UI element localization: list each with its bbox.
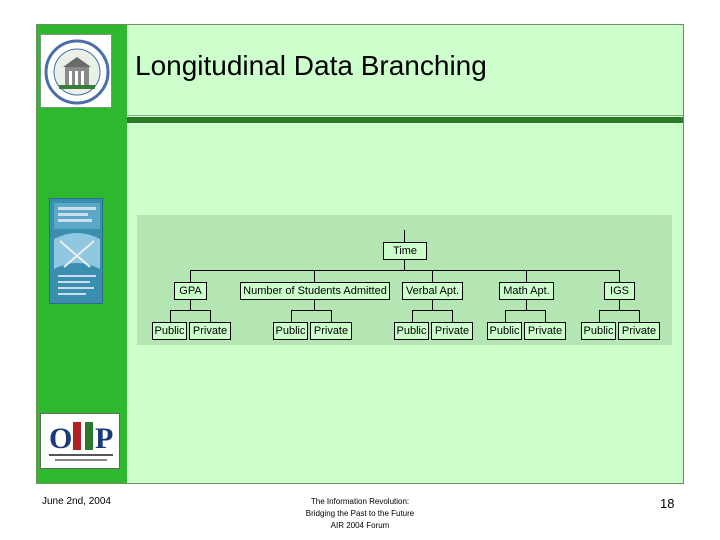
node-gpa-public: Public: [152, 322, 187, 340]
footer-date: June 2nd, 2004: [42, 496, 111, 507]
title-rule: [127, 117, 683, 123]
node-gpa: GPA: [174, 282, 207, 300]
node-time: Time: [383, 242, 427, 260]
node-students-public: Public: [273, 322, 308, 340]
node-students-admitted: Number of Students Admitted: [240, 282, 390, 300]
node-igs: IGS: [604, 282, 635, 300]
title-box: [127, 25, 683, 116]
node-verbal-private: Private: [431, 322, 473, 340]
footer-line-3: AIR 2004 Forum: [330, 521, 390, 530]
node-verbal-public: Public: [394, 322, 429, 340]
seal-logo-icon: [40, 34, 112, 108]
node-igs-public: Public: [581, 322, 616, 340]
svg-text:P: P: [95, 422, 113, 455]
footer-center-text: The Information Revolution: Bridging the…: [270, 496, 450, 532]
oiip-logo-icon: O P: [40, 413, 120, 469]
node-math-public: Public: [487, 322, 522, 340]
node-math-private: Private: [524, 322, 566, 340]
page-number: 18: [660, 496, 675, 511]
slide-title: Longitudinal Data Branching: [135, 50, 487, 81]
svg-text:O: O: [49, 422, 72, 455]
node-igs-private: Private: [618, 322, 660, 340]
slide-frame: [36, 24, 684, 484]
footer-line-1: The Information Revolution:: [310, 497, 410, 506]
node-math-apt: Math Apt.: [499, 282, 554, 300]
node-verbal-apt: Verbal Apt.: [402, 282, 463, 300]
node-gpa-private: Private: [189, 322, 231, 340]
footer-line-2: Bridging the Past to the Future: [305, 509, 415, 518]
forum-book-cover-icon: [49, 198, 103, 304]
node-students-private: Private: [310, 322, 352, 340]
